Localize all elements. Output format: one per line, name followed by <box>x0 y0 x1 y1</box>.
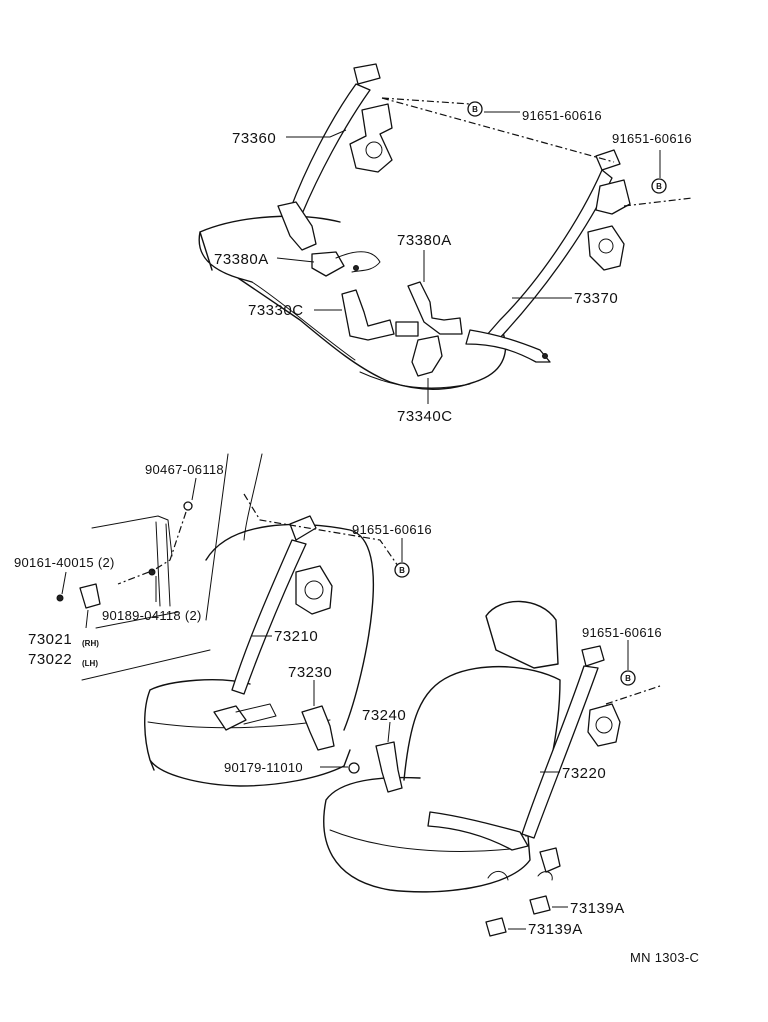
buckle-73230 <box>301 705 335 751</box>
label-73380a-left: 73380A <box>214 251 269 268</box>
buckle-strap-left <box>335 251 381 273</box>
lap-guide-73360 <box>277 201 317 251</box>
leader-73021 <box>85 609 89 629</box>
label-91651-upper: 91651-60616 <box>352 522 432 537</box>
leader-73240 <box>387 721 391 743</box>
label-73139a-lower: 73139A <box>528 921 583 938</box>
anchor-73210-upper <box>289 515 317 541</box>
retractor-73210-spool <box>304 580 324 600</box>
label-90189: 90189-04118 (2) <box>102 608 202 623</box>
rear-bolt-line-right <box>623 197 693 207</box>
rear-seat-assembly <box>198 63 693 390</box>
rear-bolt-line-cross <box>381 97 615 163</box>
screw-90189 <box>148 568 156 576</box>
lap-belt-73370 <box>465 329 551 363</box>
label-73330c: 73330C <box>248 302 304 319</box>
right-upper-anchor <box>595 149 621 171</box>
retractor-73220-spool <box>595 716 613 734</box>
label-90179: 90179-11010 <box>224 760 303 775</box>
label-73021-side: (RH) <box>82 639 99 648</box>
retractor-73360 <box>349 103 393 173</box>
buckle-73380a-center <box>407 281 463 335</box>
label-73210: 73210 <box>274 628 318 645</box>
marker-label: B <box>472 105 478 114</box>
front-bolt-line-pillar <box>117 511 187 585</box>
leader-73360 <box>286 129 347 138</box>
bolt-90161 <box>56 594 64 602</box>
rear-seat-cushion <box>198 215 507 390</box>
front-bolt-marker-upper: B <box>394 562 410 578</box>
retractor-73360-spool <box>365 141 383 159</box>
left-seat-cushion-seam <box>147 719 331 729</box>
label-91651-right: 91651-60616 <box>582 625 662 640</box>
left-upper-anchor <box>353 63 381 85</box>
rear-bolt-marker-right: B <box>651 178 667 194</box>
label-73022: 73022 <box>28 651 72 668</box>
right-seat-cushion <box>323 776 531 893</box>
label-73240: 73240 <box>362 707 406 724</box>
right-seat-cushion-seam <box>329 829 521 852</box>
retractor-73370-spool <box>598 238 614 254</box>
retractor-73210 <box>295 565 333 615</box>
bracket-73021 <box>79 583 101 609</box>
front-bolt-line-right <box>605 685 661 705</box>
label-bolt-right: 91651-60616 <box>612 131 692 146</box>
lap-anchor-73210 <box>213 705 247 731</box>
rear-bolt-marker-top: B <box>467 101 483 117</box>
buckle-73340c <box>411 335 443 377</box>
label-73220: 73220 <box>562 765 606 782</box>
label-90161: 90161-40015 (2) <box>14 555 115 570</box>
diagram-code: MN 1303-C <box>630 950 699 965</box>
buckle-73380a-left <box>311 251 345 277</box>
bolt-90467 <box>183 501 193 511</box>
rear-seat-cushion-front <box>251 281 471 389</box>
buckle-tongue-center <box>395 321 419 337</box>
floor-anchor-73220 <box>539 847 561 873</box>
belt-73210 <box>231 539 307 695</box>
label-73380a-center: 73380A <box>397 232 452 249</box>
leader-90467 <box>191 477 197 501</box>
body-pillar <box>81 453 263 681</box>
anchor-73220-upper <box>581 645 605 667</box>
label-73370: 73370 <box>574 290 618 307</box>
bolt-90179 <box>348 762 360 774</box>
label-73022-side: (LH) <box>82 659 98 668</box>
front-bolt-marker-right: B <box>620 670 636 686</box>
lap-strap-73210 <box>235 703 277 725</box>
leader-90161 <box>61 571 67 595</box>
label-73340c: 73340C <box>397 408 453 425</box>
marker-label: B <box>399 566 405 575</box>
lap-anchor-right <box>542 353 548 359</box>
lap-belt-73220 <box>427 811 529 851</box>
label-73021: 73021 <box>28 631 72 648</box>
left-seat-back <box>205 523 375 731</box>
marker-label: B <box>625 674 631 683</box>
label-73360: 73360 <box>232 130 276 147</box>
front-bolt-line-left <box>243 493 399 567</box>
buckle-left-bolt <box>353 265 359 271</box>
retractor-73220 <box>587 703 621 747</box>
buckle-73330c <box>341 289 395 341</box>
label-73139a-upper: 73139A <box>570 900 625 917</box>
cover-73139a-upper <box>529 895 551 915</box>
buckle-73240 <box>375 741 403 793</box>
cover-73139a-lower <box>485 917 507 937</box>
leader-73380a-left <box>276 257 315 263</box>
rear-bolt-line-top <box>381 97 476 107</box>
retractor-73370 <box>595 179 631 215</box>
retractor-73370-lower <box>587 225 625 271</box>
marker-label: B <box>656 182 662 191</box>
pillar-trim <box>155 521 171 607</box>
label-90467: 90467-06118 <box>145 462 224 477</box>
anchor-hooks <box>487 871 553 881</box>
belt-73220 <box>521 665 599 839</box>
right-seat-headrest <box>485 600 559 669</box>
label-bolt-top: 91651-60616 <box>522 108 602 123</box>
front-seat-assembly <box>56 453 661 937</box>
label-73230: 73230 <box>288 664 332 681</box>
